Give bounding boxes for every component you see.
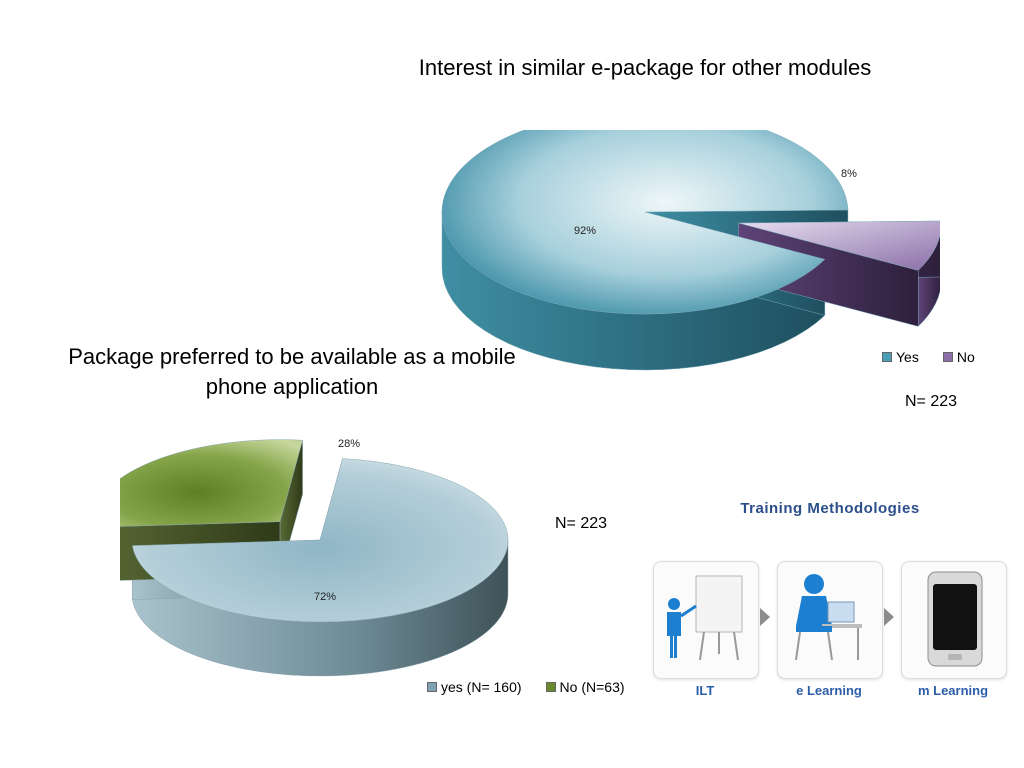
chart2-slice-yes [132, 458, 509, 623]
chart1-pie: 92% 8% [441, 130, 940, 371]
step-label-elearning: e Learning [796, 683, 862, 698]
legend-label-no2: No (N=63) [559, 679, 625, 695]
chart1-slice-no [738, 220, 940, 271]
step-label-ilt: ILT [695, 683, 715, 698]
chart2-title: Package preferred to be available as a m… [68, 344, 516, 399]
chart1-title: Interest in similar e-package for other … [418, 55, 872, 80]
chart2-n-note: N= 223 [555, 515, 608, 532]
elearning-card [777, 561, 883, 679]
chart2-slice-no [120, 439, 303, 527]
chart2-legend: yes (N= 160) No (N=63) [427, 679, 625, 695]
legend-label-yes: Yes [896, 349, 919, 365]
chart2-pie: 28% 72% [120, 438, 509, 677]
chart1-n-note: N= 223 [905, 393, 958, 410]
chart1-label-no: 8% [841, 168, 857, 180]
training-title: Training Methodologies [740, 500, 920, 517]
computer-user-icon [795, 574, 862, 661]
legend-swatch-no [942, 352, 953, 362]
step-label-mlearning: m Learning [917, 683, 989, 698]
legend-label-yes2: yes (N= 160) [441, 679, 522, 695]
legend-label-no: No [956, 349, 975, 365]
chart2-label-no: 28% [338, 438, 360, 450]
legend-swatch-no2 [545, 682, 556, 692]
arrow-icon-2 [884, 608, 894, 626]
arrow-icon-1 [760, 608, 770, 626]
chart1-slice-yes [441, 130, 849, 315]
ilt-card [653, 561, 759, 679]
legend-swatch-yes [882, 352, 892, 362]
mobile-phone-icon [927, 571, 983, 667]
chart1-legend: Yes No [882, 349, 975, 365]
mlearning-card [901, 561, 1007, 679]
chart2-label-yes: 72% [314, 591, 336, 603]
presentation-board-icon [667, 575, 743, 661]
legend-swatch-yes2 [427, 682, 437, 692]
chart1-label-yes: 92% [574, 225, 596, 237]
